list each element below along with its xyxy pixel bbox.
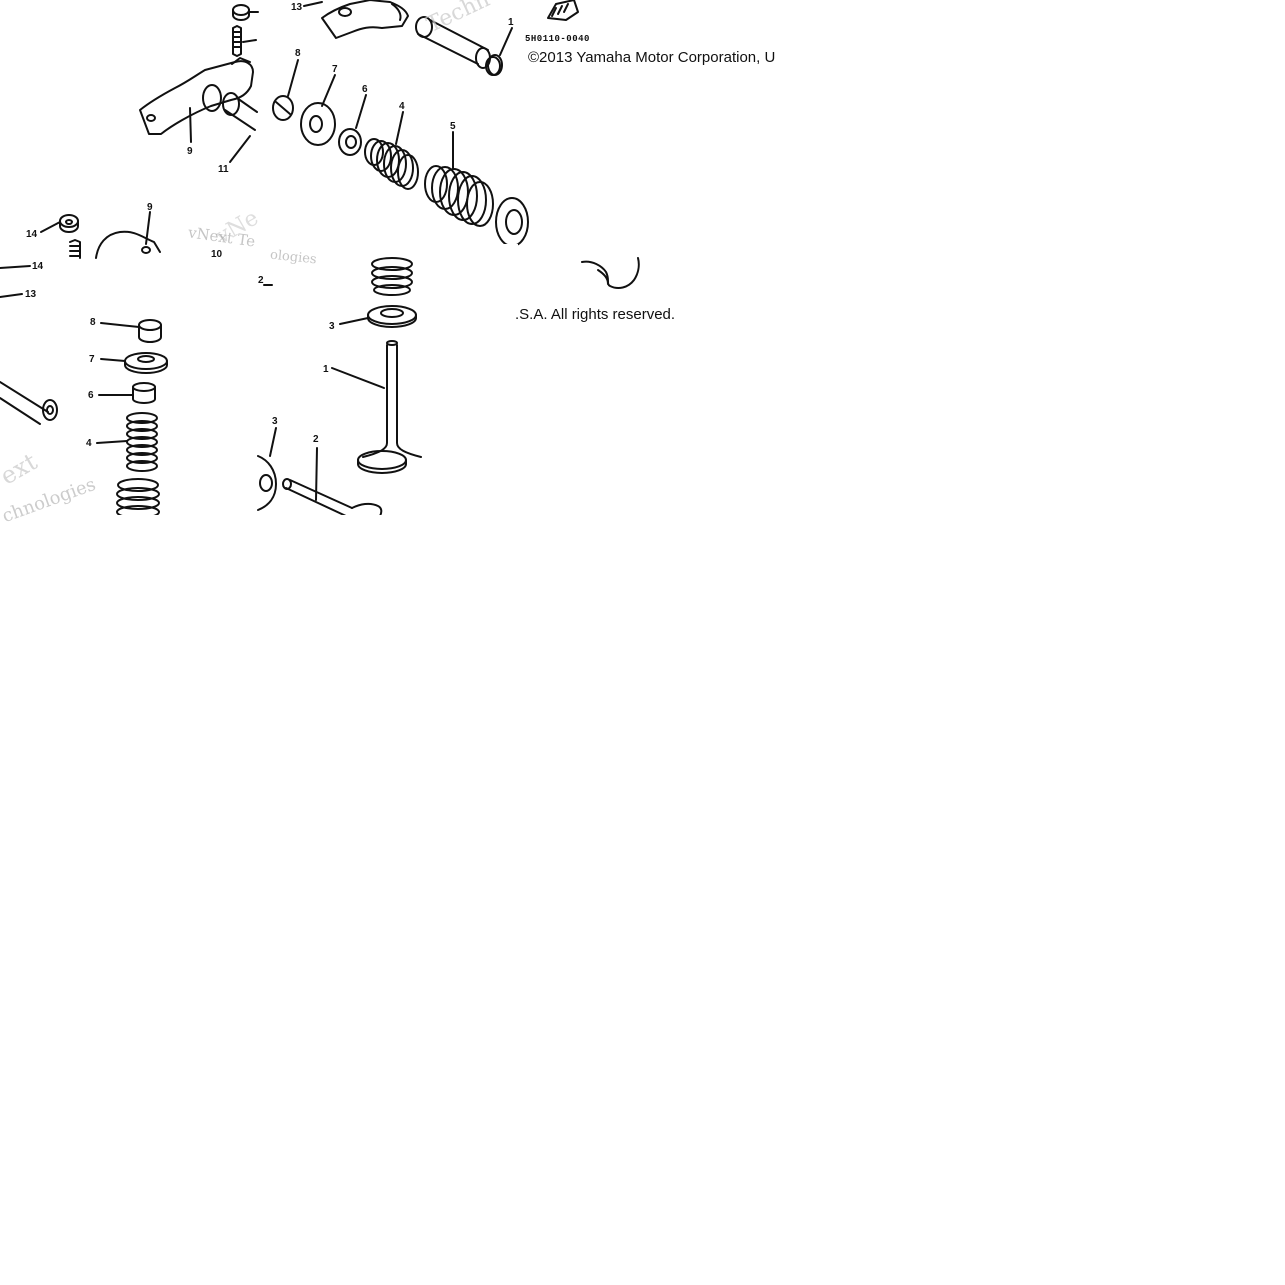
part-code-label: 5H0110-0040 — [525, 34, 590, 44]
callout-a-9: 9 — [187, 146, 193, 157]
callout-c-3a: 3 — [329, 321, 335, 332]
callout-labels: 13 8 7 6 4 5 1 9 11 14 14 13 9 10 8 7 6 … — [25, 2, 514, 449]
rocker-shaft-upper-part — [415, 16, 501, 76]
panel-gap-mask — [258, 244, 518, 254]
spring-c-part — [371, 257, 413, 296]
spring-retainer-b-part — [124, 352, 168, 374]
rocker-shaft-part — [222, 92, 258, 131]
o-ring-part — [487, 54, 503, 76]
callout-a-4: 4 — [399, 101, 405, 112]
panel-e-fragment — [581, 257, 640, 289]
callout-c-2a: 2 — [258, 275, 264, 286]
valve-c-lower-part — [282, 478, 383, 517]
outer-spring-part — [424, 165, 494, 227]
copyright-text-part1: ©2013 Yamaha Motor Corporation, U — [528, 49, 776, 66]
callout-a-5: 5 — [450, 121, 456, 132]
callout-a-11: 11 — [218, 164, 229, 175]
valve-seal-b-part — [132, 382, 156, 404]
callout-c-2b: 2 — [313, 434, 319, 445]
lower-blank-area — [0, 515, 520, 1285]
inner-spring-part — [364, 138, 419, 190]
spring-retainer-part — [300, 102, 336, 146]
callout-b-14b: 14 — [32, 261, 44, 272]
valve-part — [357, 340, 422, 474]
valve-cotter-part — [272, 95, 294, 121]
lock-nut-part — [232, 4, 259, 21]
rocker-shaft-b-part — [0, 381, 58, 425]
callout-a-7: 7 — [332, 64, 338, 75]
panel-b — [0, 211, 168, 519]
spring-seat-c-part — [367, 305, 417, 328]
spring-seat-part — [495, 197, 529, 247]
copyright-text-part2: .S.A. All rights reserved. — [515, 306, 676, 323]
rocker-arm-b-part — [95, 230, 161, 259]
callout-a-8: 8 — [295, 48, 301, 59]
callout-c-3b: 3 — [272, 416, 278, 427]
inner-spring-b-part — [126, 412, 158, 472]
rocker-arm-part — [139, 57, 254, 135]
lock-nut-b-part — [59, 214, 79, 233]
callout-b-10: 10 — [211, 249, 223, 260]
callout-a-13: 13 — [291, 2, 303, 13]
callout-b-8: 8 — [90, 317, 96, 328]
spring-seat-c-lower-part — [257, 455, 277, 511]
valve-cotter-b-part — [138, 319, 162, 343]
panel-d-fragment — [547, 0, 579, 21]
callout-b-4: 4 — [86, 438, 92, 449]
callout-b-6: 6 — [88, 390, 94, 401]
callout-b-7: 7 — [89, 354, 95, 365]
callout-b-13: 13 — [25, 289, 37, 300]
valve-seal-part — [338, 128, 362, 156]
callout-c-1: 1 — [323, 364, 329, 375]
callout-b-9: 9 — [147, 202, 153, 213]
adjusting-screw-part — [232, 25, 257, 57]
rocker-arm-upper-part — [321, 0, 409, 39]
callout-a-1: 1 — [508, 17, 514, 28]
panel-a — [139, 0, 529, 247]
right-blank-area — [520, 0, 1285, 1285]
outer-spring-b-part — [116, 478, 160, 519]
callout-a-6: 6 — [362, 84, 368, 95]
panel-c — [257, 257, 422, 517]
callout-b-14a: 14 — [26, 229, 38, 240]
adjusting-screw-b-part — [69, 239, 81, 259]
